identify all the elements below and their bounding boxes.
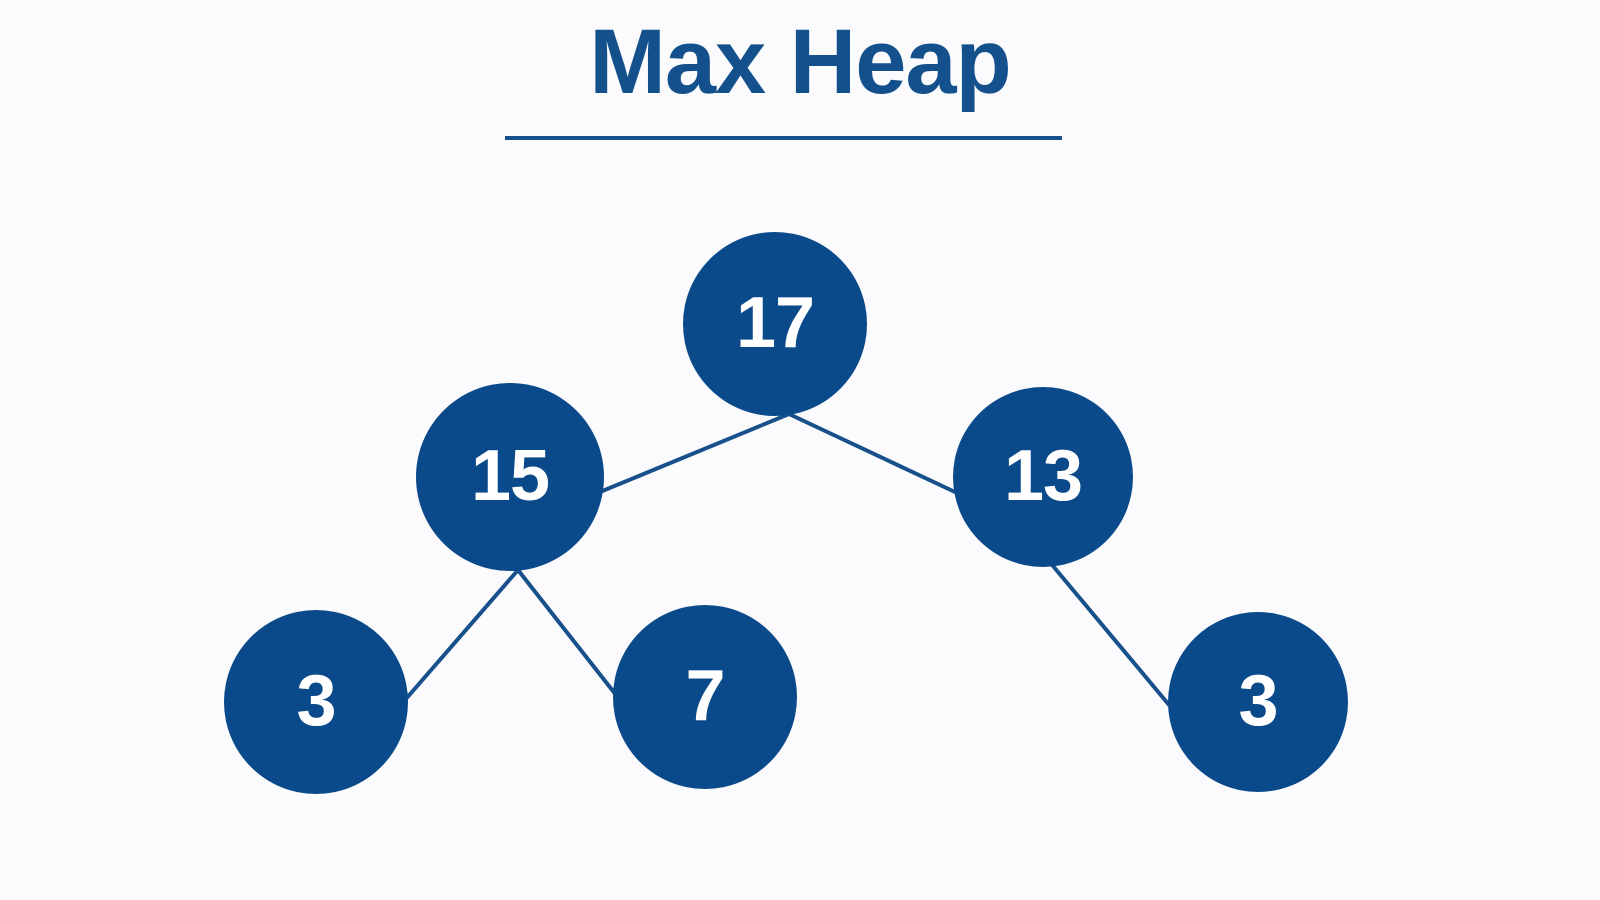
- tree-node-label: 7: [685, 656, 725, 736]
- tree-edge-n1-n3: [403, 568, 520, 702]
- tree-node-label: 3: [296, 661, 336, 741]
- tree-node-7-n4[interactable]: 7: [613, 605, 797, 789]
- tree-node-3-n3[interactable]: 3: [224, 610, 408, 794]
- tree-edge-n2-n5: [1051, 564, 1182, 720]
- tree-node-label: 13: [1003, 436, 1083, 516]
- tree-node-17-n0[interactable]: 17: [683, 232, 867, 416]
- page-title: Max Heap: [589, 11, 1012, 113]
- tree-node-15-n1[interactable]: 15: [416, 383, 604, 571]
- tree-node-3-n5[interactable]: 3: [1168, 612, 1348, 792]
- tree-edge-n0-n1: [598, 412, 791, 494]
- tree-edge-n0-n2: [787, 412, 957, 494]
- tree-edge-n1-n4: [516, 568, 622, 702]
- page-title-block: Max Heap: [0, 0, 1600, 112]
- tree-node-label: 15: [470, 436, 550, 516]
- title-underline: [505, 136, 1062, 140]
- tree-node-label: 17: [735, 283, 815, 363]
- tree-node-13-n2[interactable]: 13: [953, 387, 1133, 567]
- tree-node-label: 3: [1238, 661, 1278, 741]
